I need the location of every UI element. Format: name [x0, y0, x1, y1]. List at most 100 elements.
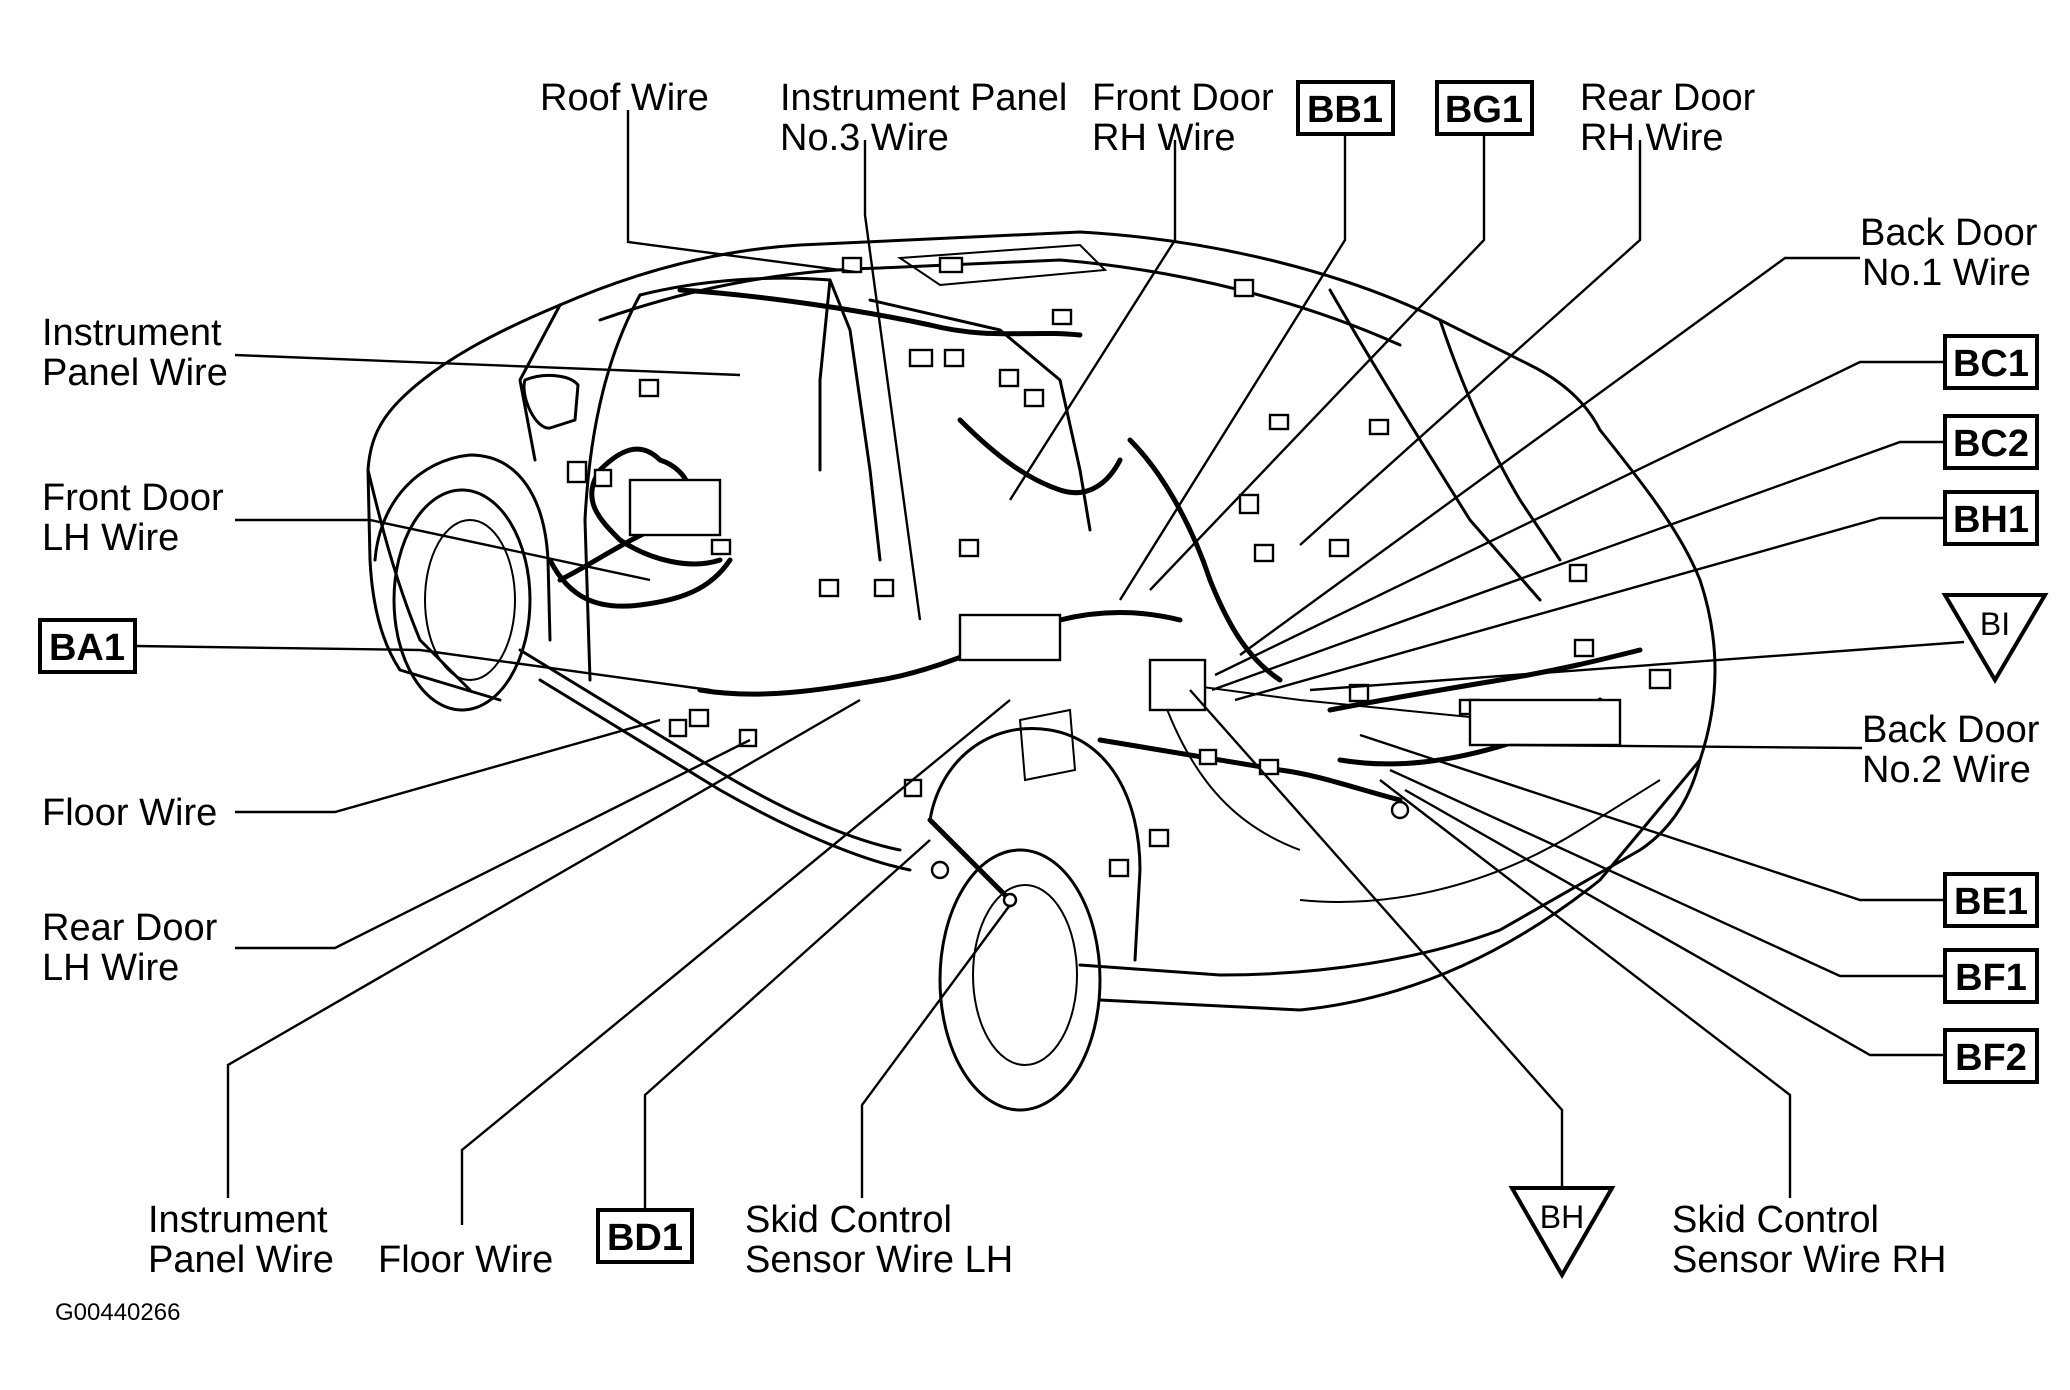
junction-block: [1468, 698, 1622, 747]
junction-block: [628, 478, 722, 537]
connector: [1348, 683, 1370, 703]
label-skid-control-lh-line1: Skid Control: [745, 1199, 952, 1241]
rear-door-rh-harness: [1127, 437, 1283, 683]
leader-back-door-no1-wire: [1239, 256, 1860, 656]
roof-outline: [558, 230, 1602, 432]
code-box-bh1: BH1: [1943, 490, 2039, 546]
skid-lh-harness: [927, 817, 1013, 903]
hood-outline: [366, 303, 562, 702]
label-floor-wire-bottom: Floor Wire: [378, 1239, 553, 1281]
rear-wheel-rim: [972, 884, 1078, 1066]
junction-block: [1148, 658, 1207, 712]
connectors: [566, 256, 1672, 908]
leader-skid-control-rh: [1379, 779, 1792, 1198]
connector: [1051, 308, 1073, 326]
back-door-harness: [1327, 647, 1643, 713]
leader-instrument-panel-wire-top: [234, 353, 741, 377]
leader-skid-control-lh: [860, 904, 1011, 1198]
code-bh1: BH1: [1953, 499, 2029, 541]
connector: [903, 778, 923, 798]
label-rear-door-rh-wire-line2: RH Wire: [1580, 117, 1724, 159]
label-instrument-panel-wire-bottom-line1: Instrument: [148, 1199, 328, 1241]
connector: [1238, 493, 1260, 515]
connector: [1148, 828, 1170, 848]
code-ba1: BA1: [49, 627, 125, 669]
connector: [1002, 892, 1018, 908]
leader-ip-no3-wire: [863, 140, 922, 621]
code-bc2: BC2: [1953, 423, 2029, 465]
leader-bb1: [1118, 130, 1347, 601]
label-rear-door-lh-wire-line1: Rear Door: [42, 907, 218, 949]
connector: [873, 578, 895, 598]
rear-wheel-arch: [928, 727, 1142, 962]
label-front-door-rh-wire-line2: RH Wire: [1092, 117, 1236, 159]
labels: Roof Wire Instrument Panel No.3 Wire Fro…: [42, 77, 2040, 1326]
code-box-bb1: BB1: [1296, 80, 1395, 136]
code-bf1: BF1: [1955, 957, 2027, 999]
leader-back-door-no2-wire: [1509, 743, 1863, 750]
connector: [638, 378, 660, 398]
leader-bh: [1189, 689, 1564, 1188]
code-box-bc1: BC1: [1943, 334, 2039, 390]
code-bh: BH: [1540, 1199, 1584, 1235]
sunroof: [897, 243, 1108, 287]
boxed-codes: BB1 BG1 BC1 BC2 BH1 BA1 BE1 BF1: [38, 80, 2039, 1264]
label-skid-control-rh-line2: Sensor Wire RH: [1672, 1239, 1947, 1281]
connector: [1390, 800, 1410, 820]
front-wheel-rim: [424, 519, 516, 681]
connector: [1328, 538, 1350, 558]
label-back-door-no2-wire-line1: Back Door: [1862, 709, 2040, 751]
fuel-lid: [1018, 708, 1077, 782]
code-box-bd1: BD1: [596, 1208, 694, 1264]
code-box-bf1: BF1: [1943, 948, 2039, 1004]
rear-wheel-tire: [938, 848, 1102, 1112]
front-door-lh-harness: [547, 557, 733, 609]
connector: [1568, 563, 1588, 583]
connector: [1258, 758, 1280, 776]
leader-roof-wire: [626, 110, 856, 274]
label-rear-door-rh-wire-line1: Rear Door: [1580, 77, 1756, 119]
label-back-door-no2-wire-line2: No.2 Wire: [1862, 749, 2031, 791]
side-mirror: [522, 373, 580, 430]
connector: [1368, 418, 1390, 436]
label-back-door-no1-wire-line1: Back Door: [1860, 212, 2038, 254]
rear-hatch-window: [1328, 288, 1542, 602]
front-door-rh-harness: [957, 417, 1123, 496]
leader-bh1: [1234, 516, 1945, 702]
front-wheel-tire: [392, 488, 532, 712]
label-front-door-rh-wire-line1: Front Door: [1092, 77, 1274, 119]
label-rear-door-lh-wire-line2: LH Wire: [42, 947, 179, 989]
connector: [688, 708, 710, 728]
leader-bi: [1309, 640, 1965, 692]
code-bg1: BG1: [1445, 89, 1523, 131]
leader-bc1: [1214, 360, 1945, 677]
ground-triangle-bi: BI: [1941, 593, 2049, 684]
ground-triangle-bh: BH: [1508, 1186, 1616, 1280]
label-back-door-no1-wire-line2: No.1 Wire: [1862, 252, 2031, 294]
code-box-be1: BE1: [1943, 872, 2039, 928]
side-sill-lower: [538, 678, 912, 872]
b-pillar: [818, 278, 832, 472]
front-bumper: [366, 468, 472, 692]
connector: [938, 256, 964, 274]
code-box-ba1: BA1: [38, 618, 137, 674]
label-front-door-lh-wire-line1: Front Door: [42, 477, 224, 519]
leader-front-door-lh-wire: [235, 518, 651, 582]
connector: [818, 578, 840, 598]
label-ip-no3-wire-line2: No.3 Wire: [780, 117, 949, 159]
connector: [566, 460, 588, 484]
leader-rear-door-lh-wire: [235, 738, 751, 950]
front-wheel-arch: [373, 453, 552, 642]
d-pillar: [1438, 318, 1562, 562]
floor-harness: [697, 610, 1183, 697]
leader-ba1: [134, 644, 711, 692]
code-bi: BI: [1980, 606, 2010, 642]
leader-lines: [134, 110, 1965, 1225]
leader-floor-wire-bottom: [460, 699, 1011, 1225]
triangle-codes: BI BH: [1508, 593, 2049, 1280]
leader-be1: [1359, 733, 1945, 902]
connector: [943, 348, 965, 368]
code-be1: BE1: [1954, 881, 2028, 923]
leader-bf1: [1389, 768, 1945, 978]
